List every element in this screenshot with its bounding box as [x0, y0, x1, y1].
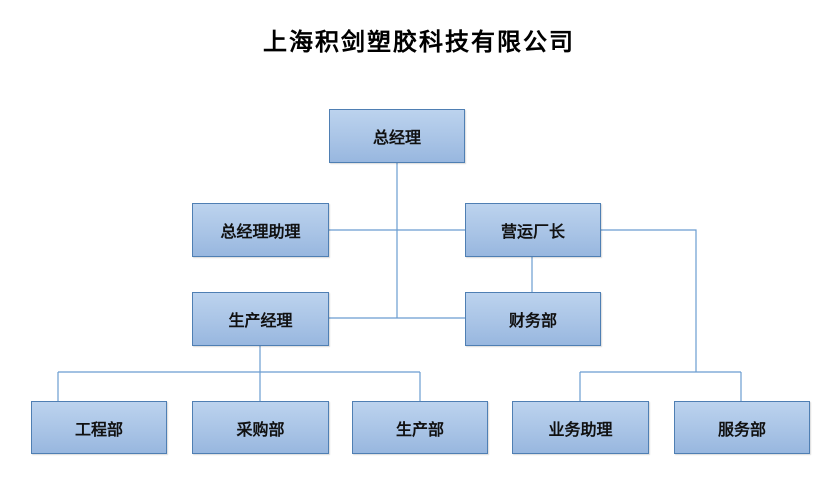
node-production-manager: 生产经理	[192, 292, 329, 346]
node-gm-assistant: 总经理助理	[192, 203, 329, 257]
node-label: 服务部	[717, 419, 766, 439]
node-purchasing: 采购部	[192, 401, 329, 454]
chart-title: 上海积剑塑胶科技有限公司	[263, 27, 575, 56]
node-label: 生产部	[395, 419, 444, 439]
node-label: 生产经理	[228, 311, 293, 330]
node-business-assistant: 业务助理	[512, 401, 649, 454]
node-general-manager: 总经理	[329, 109, 465, 163]
node-label: 工程部	[74, 419, 123, 439]
node-engineering: 工程部	[31, 401, 167, 454]
node-label: 总经理助理	[220, 222, 301, 241]
connector-ops-sales	[601, 229, 697, 372]
node-service: 服务部	[674, 401, 810, 454]
node-label: 总经理	[372, 128, 421, 147]
node-finance: 财务部	[465, 292, 601, 346]
node-label: 财务部	[508, 311, 557, 330]
node-label: 营运厂长	[500, 222, 565, 241]
node-label: 采购部	[236, 419, 285, 439]
node-label: 业务助理	[548, 419, 613, 439]
node-production: 生产部	[352, 401, 488, 454]
node-operations-director: 营运厂长	[465, 203, 601, 257]
